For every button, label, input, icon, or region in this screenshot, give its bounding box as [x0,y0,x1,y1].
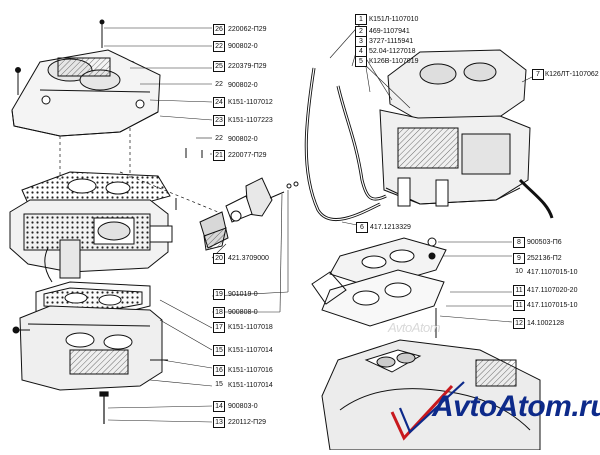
top-cover-part [11,19,161,137]
hose-inner [305,67,387,221]
top-right-callout-part-code: К126В-1107019 [369,58,419,65]
right-callout-part-code: 14.1002128 [527,320,564,327]
left-callout-part-code: К151-1107016 [228,367,273,374]
right-callout-number: 12 [513,318,525,329]
left-callout-part-code: К151-1107014 [228,382,273,389]
flange-gasket-part [311,237,447,338]
left-callout-number: 22 [215,81,223,88]
top-right-callout-part-code: К151Л-1107010 [369,16,419,23]
left-callout-part-code: 900808-0 [228,309,258,316]
left-callout-number: 22 [213,41,225,52]
left-callout-part-code: 220379-П29 [228,63,267,70]
left-callout-number: 13 [213,417,225,428]
left-callout-part-code: К151-1107014 [228,347,273,354]
left-callout-number: 20 [213,253,225,264]
left-callout-part-code: 900803-0 [228,403,258,410]
left-callout-part-code: К151-1107012 [228,99,273,106]
top-right-callout-part-code: 52.04-1127018 [369,48,416,55]
top-right-callout-number: 5 [355,56,367,67]
right-callout-number: 9 [513,253,525,264]
left-callout-part-code: 220077-П29 [228,152,267,159]
right-callout-part-code: 417.1213329 [370,224,411,231]
left-callout-part-code: 421.3709000 [228,255,269,262]
left-callout-number: 17 [213,322,225,333]
left-callout-number: 14 [213,401,225,412]
left-callout-number: 16 [213,365,225,376]
left-callout-part-code: 901019-0 [228,291,258,298]
right-callout-part-code: 417.1107015-10 [527,269,578,276]
left-callout-number: 21 [213,150,225,161]
watermark-checkmark-icon [390,381,465,441]
leader-lines-right [329,21,535,323]
right-callout-part-code: К126ЛТ-1107062 [545,71,599,78]
left-callout-number: 24 [213,97,225,108]
throttle-body-part [12,305,168,391]
right-callout-number: 8 [513,237,525,248]
left-callout-number: 23 [213,115,225,126]
left-callout-part-code: К151-1107223 [228,117,273,124]
carburetor-body-part [9,199,173,283]
left-callout-part-code: 900802-0 [228,82,258,89]
watermark-text: AvtoAtom.ru [432,390,600,423]
left-callout-part-code: 900802-0 [228,43,258,50]
left-callout-number: 18 [213,307,225,318]
right-callout-number: 7 [532,69,544,80]
top-right-callout-number: 1 [355,14,367,25]
watermark-faint-text: AvtoAtom [388,320,441,335]
right-callout-number: 6 [356,222,368,233]
left-callout-number: 26 [213,24,225,35]
bottom-bolt-part [99,391,109,424]
small-screws-part [175,148,203,210]
left-callout-part-code: 900802-0 [228,136,258,143]
top-right-callout-part-code: 3727-1115941 [369,38,414,45]
right-callout-number: 10 [515,268,523,275]
solenoid-valve-part [199,177,299,251]
left-callout-number: 15 [213,345,225,356]
right-callout-number: 11 [513,300,525,311]
top-right-callout-part-code: 469-1107941 [369,28,410,35]
right-callout-part-code: 252136-П2 [527,255,562,262]
left-callout-number: 25 [213,61,225,72]
left-callout-part-code: 220112-П29 [228,419,266,426]
left-callout-part-code: 220062-П29 [228,26,267,33]
right-callout-part-code: 417.1107020-20 [527,287,578,294]
right-callout-part-code: 900503-П6 [527,239,562,246]
left-callout-number: 19 [213,289,225,300]
right-callout-number: 11 [513,285,525,296]
left-callout-number: 22 [215,135,223,142]
intake-manifold-part [321,339,541,451]
left-callout-number: 15 [215,381,223,388]
assembled-carburetor-part [379,49,531,207]
right-callout-part-code: 417.1107015-10 [527,302,578,309]
left-callout-part-code: К151-1107018 [228,324,273,331]
